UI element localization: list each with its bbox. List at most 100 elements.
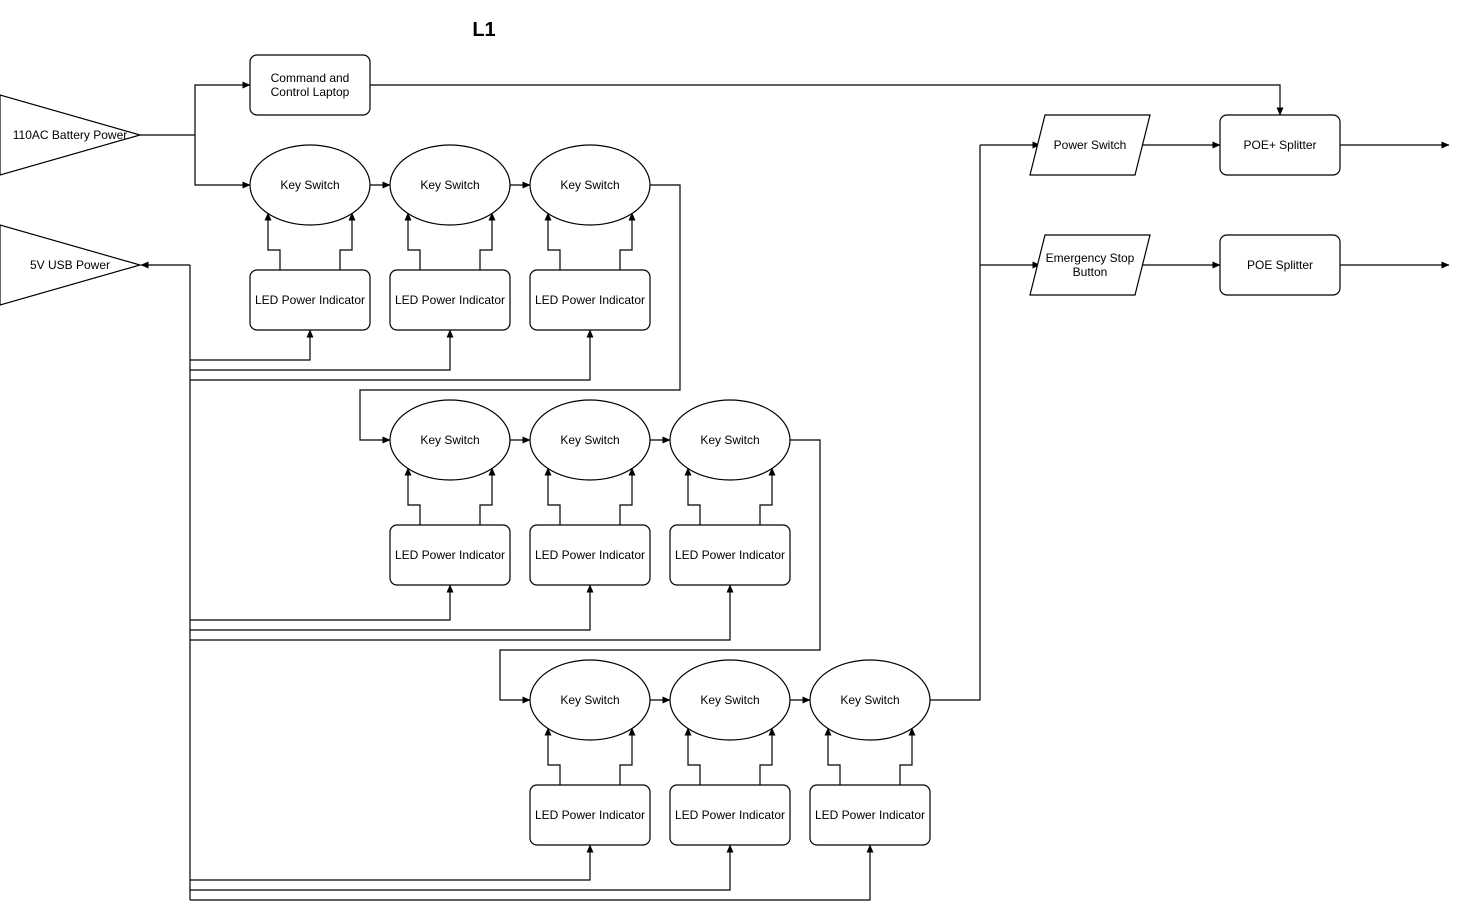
- led-power-indicator-row1-col3: LED Power Indicator: [529, 269, 651, 331]
- row2-col2-bus-to-led: [190, 584, 594, 631]
- battery-power-source-label: 110AC Battery Power: [13, 128, 128, 142]
- row2-col1-led-to-switch-right: [479, 467, 496, 525]
- key-switch-row2-col3: Key Switch: [669, 399, 791, 481]
- battery-to-key-switch: [194, 135, 251, 189]
- row1-col3-led-to-switch-right: [619, 212, 636, 270]
- led-power-indicator-row2-col2-shape: [529, 524, 651, 586]
- key-switch-row3-col2-shape: [669, 659, 791, 741]
- row2-col2-led-to-switch-right: [619, 467, 636, 525]
- key-switch-row3-col2: Key Switch: [669, 659, 791, 741]
- key-switch-row1-col2: Key Switch: [389, 144, 511, 226]
- key-switch-row1-col2-label: Key Switch: [420, 178, 479, 192]
- led-power-indicator-row3-col1: LED Power Indicator: [529, 784, 651, 846]
- row3-to-right-bus: [930, 145, 981, 701]
- row3-col1-bus-to-led: [190, 844, 594, 881]
- emergency-stop-button-shape: [1029, 234, 1151, 296]
- key-switch-row3-col3: Key Switch: [809, 659, 931, 741]
- led-power-indicator-row1-col2: LED Power Indicator: [389, 269, 511, 331]
- key-switch-row1-col2-shape: [389, 144, 511, 226]
- row2-col2-led-to-switch-left: [544, 467, 561, 525]
- connections: [140, 81, 1450, 901]
- led-power-indicator-row2-col1: LED Power Indicator: [389, 524, 511, 586]
- led-power-indicator-row2-col3-shape: [669, 524, 791, 586]
- led-power-indicator-row1-col1-shape: [249, 269, 371, 331]
- row2-col1-bus-to-led: [190, 584, 454, 621]
- row3-col3-led-to-switch-left: [824, 727, 841, 785]
- row1-col1-led-to-switch-left: [264, 212, 281, 270]
- key-switch-row1-col3-shape: [529, 144, 651, 226]
- emergency-stop-button-label-line-2: Button: [1073, 265, 1108, 279]
- key-switch-row1-col1-label: Key Switch: [280, 178, 339, 192]
- key-switch-row3-col1-label: Key Switch: [560, 693, 619, 707]
- key-switch-row1-col3: Key Switch: [529, 144, 651, 226]
- row3-col1-led-to-switch-left: [544, 727, 561, 785]
- key-switch-row3-col2-label: Key Switch: [700, 693, 759, 707]
- usb-power-source-label: 5V USB Power: [30, 258, 110, 272]
- emergency-stop-button-label-line-1: Emergency Stop: [1046, 251, 1135, 265]
- key-switch-row1-col3-label: Key Switch: [560, 178, 619, 192]
- usb-power-source: 5V USB Power: [0, 224, 143, 306]
- row3-col2-led-to-switch-left: [684, 727, 701, 785]
- key-switch-row2-col1: Key Switch: [389, 399, 511, 481]
- battery-to-laptop: [194, 81, 251, 135]
- key-switch-row3-col1-shape: [529, 659, 651, 741]
- row3-col3-led-to-switch-right: [899, 727, 916, 785]
- key-switch-row2-col2-shape: [529, 399, 651, 481]
- led-power-indicator-row3-col3-label: LED Power Indicator: [815, 808, 925, 822]
- led-power-indicator-row3-col1-label: LED Power Indicator: [535, 808, 645, 822]
- nodes: 110AC Battery Power 5V USB Power Command a…: [0, 54, 1341, 846]
- usb-power-source-shape: [0, 224, 143, 306]
- row2-col3-led-to-switch-right: [759, 467, 776, 525]
- laptop-to-poe-plus: [370, 84, 1284, 116]
- led-power-indicator-row1-col3-shape: [529, 269, 651, 331]
- led-power-indicator-row1-col2-label: LED Power Indicator: [395, 293, 505, 307]
- key-switch-row2-col2-label: Key Switch: [560, 433, 619, 447]
- row1-col2-led-to-switch-right: [479, 212, 496, 270]
- command-control-laptop-label-line-1: Command and: [271, 71, 350, 85]
- row2-col3-bus-to-led: [190, 584, 734, 641]
- key-switch-row1-col1: Key Switch: [249, 144, 371, 226]
- row3-col3-bus-to-led: [190, 844, 874, 901]
- led-power-indicator-row3-col2-label: LED Power Indicator: [675, 808, 785, 822]
- led-power-indicator-row2-col1-shape: [389, 524, 511, 586]
- battery-power-source-shape: [0, 94, 143, 176]
- power-switch-shape: [1029, 114, 1151, 176]
- row3-col1-led-to-switch-right: [619, 727, 636, 785]
- led-power-indicator-row3-col1-shape: [529, 784, 651, 846]
- row1-to-row2: [359, 184, 681, 444]
- led-power-indicator-row1-col1-label: LED Power Indicator: [255, 293, 365, 307]
- led-power-indicator-row3-col3-shape: [809, 784, 931, 846]
- key-switch-row2-col2: Key Switch: [529, 399, 651, 481]
- row2-col1-led-to-switch-left: [404, 467, 421, 525]
- led-power-indicator-row2-col1-label: LED Power Indicator: [395, 548, 505, 562]
- led-power-indicator-row1-col2-shape: [389, 269, 511, 331]
- command-control-laptop-label-line-2: Control Laptop: [271, 85, 350, 99]
- poe-splitter: POE Splitter: [1219, 234, 1341, 296]
- row3-col2-bus-to-led: [190, 844, 734, 891]
- led-power-indicator-row2-col3: LED Power Indicator: [669, 524, 791, 586]
- row1-col3-led-to-switch-left: [544, 212, 561, 270]
- row3-col2-led-to-switch-right: [759, 727, 776, 785]
- key-switch-row2-col3-shape: [669, 399, 791, 481]
- led-power-indicator-row2-col2: LED Power Indicator: [529, 524, 651, 586]
- power-switch-label: Power Switch: [1054, 138, 1127, 152]
- led-power-indicator-row1-col1: LED Power Indicator: [249, 269, 371, 331]
- key-switch-row1-col1-shape: [249, 144, 371, 226]
- row1-col2-bus-to-led: [190, 329, 454, 371]
- led-power-indicator-row3-col2-shape: [669, 784, 791, 846]
- key-switch-row3-col1: Key Switch: [529, 659, 651, 741]
- battery-power-source: 110AC Battery Power: [0, 94, 143, 176]
- led-power-indicator-row3-col2: LED Power Indicator: [669, 784, 791, 846]
- key-switch-row3-col3-label: Key Switch: [840, 693, 899, 707]
- led-power-indicator-row2-col2-label: LED Power Indicator: [535, 548, 645, 562]
- command-control-laptop-shape: [249, 54, 371, 116]
- diagram-title: L1: [472, 19, 495, 41]
- key-switch-row2-col3-label: Key Switch: [700, 433, 759, 447]
- row1-col1-bus-to-led: [190, 329, 314, 361]
- row2-col3-led-to-switch-left: [684, 467, 701, 525]
- row2-to-row3: [499, 439, 821, 704]
- row1-col3-bus-to-led: [190, 329, 594, 381]
